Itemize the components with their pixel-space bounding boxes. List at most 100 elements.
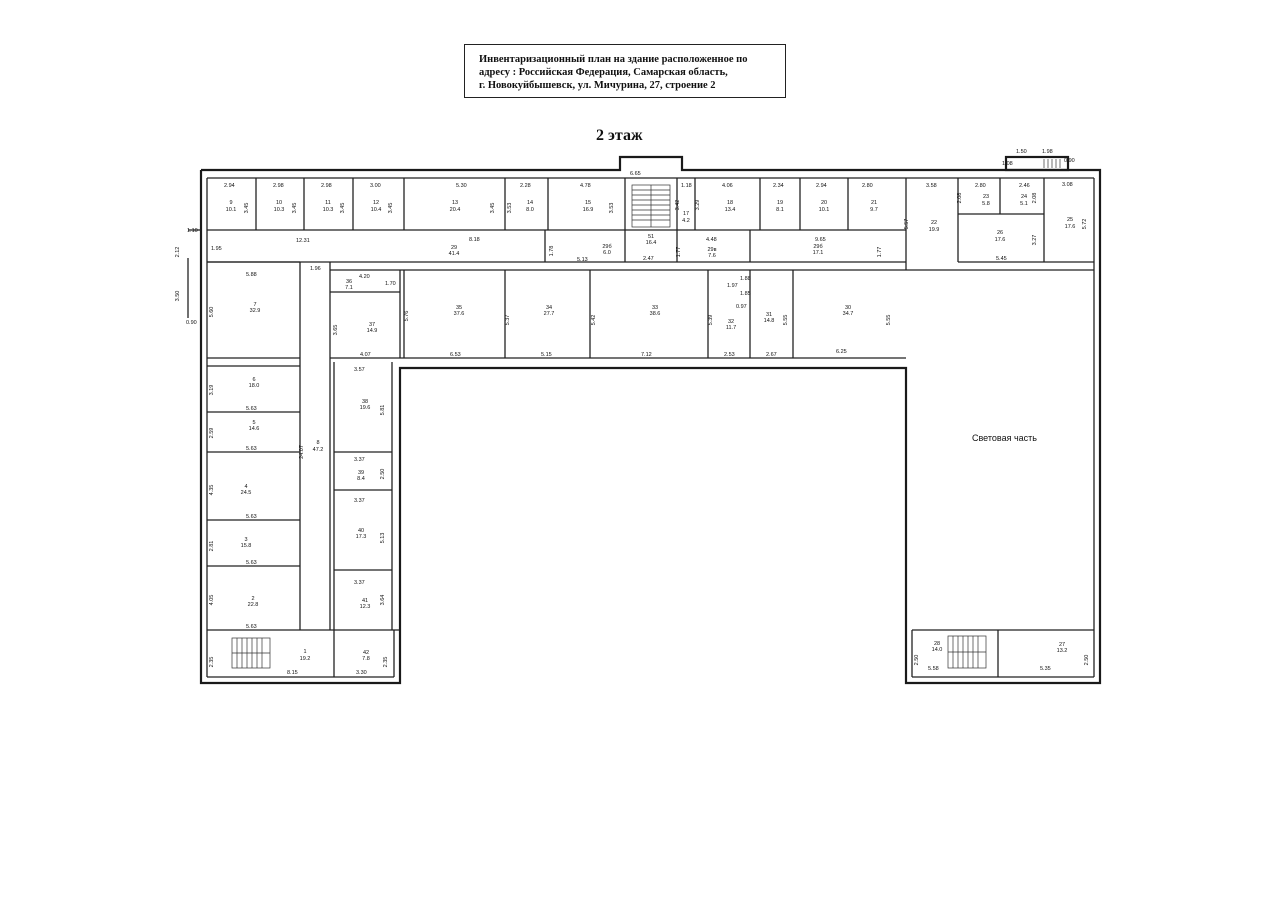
dimension-label: 5.63 [246,624,257,630]
dimension-label: 3.50 [175,291,181,302]
room-36: 4.20 36 7.1 1.70 [345,274,396,291]
dimension-label: 37 [369,322,375,328]
dimension-label: 3.58 [926,183,937,189]
title-box: Инвентаризационный план на здание распол… [464,44,786,98]
room-33: 5.42 33 38.6 7.12 [591,305,660,358]
dimension-label: 14.6 [249,426,260,432]
dimension-label: 22.8 [248,602,259,608]
dimension-label: 5.55 [783,315,789,326]
room-41: 3.37 41 12.3 3.64 [354,580,386,610]
inner-rooms: 3.57 38 19.6 5.81 3.37 39 8.4 2.50 3.37 … [354,367,386,610]
small-mid-dims: 1.97 1.88 1.85 0.97 [727,276,751,310]
room-38: 3.57 38 19.6 5.81 [354,367,386,415]
dimension-label: 14.9 [367,328,378,334]
dimension-label: 2.08 [1032,193,1038,204]
dimension-label: 2.34 [773,183,784,189]
dimension-label: 2.67 [766,352,777,358]
dimension-label: 39 [358,470,364,476]
dimension-label: 23 [983,194,989,200]
dimension-label: 3.30 [356,670,367,676]
dimension-label: 37.6 [454,311,465,317]
title-line-3: г. Новокуйбышевск, ул. Мичурина, 27, стр… [479,80,716,91]
dimension-label: 32 [728,319,734,325]
dimension-label: 5.42 [591,315,597,326]
dimension-label: 5.63 [246,406,257,412]
dimension-label: 5.13 [577,257,588,263]
stair-top-icon [631,184,671,228]
dimension-label: 6.0 [603,250,611,256]
dimension-label: 2.50 [380,469,386,480]
dimension-label: 11 [325,200,331,206]
dimension-label: 5.8 [982,201,990,207]
dimension-label: 19.9 [929,227,940,233]
dimension-label: 4.05 [209,595,215,606]
dimension-label: 5.57 [904,219,910,230]
dimension-label: 7.12 [641,352,652,358]
floor-title: 2 этаж [596,127,643,144]
dimension-label: 13.2 [1057,648,1068,654]
room-12: 3.00 12 10.4 3.45 [370,183,394,213]
dimension-label: 17.3 [356,534,367,540]
dimension-label: 1.08 [1002,161,1013,167]
balcony-dims: 1.50 1.98 1.08 0.90 [1002,149,1075,167]
dimension-label: 38.6 [650,311,661,317]
dimension-label: 8.0 [526,207,534,213]
dimension-label: 14 [527,200,533,206]
stair-bottom-right-icon [947,635,987,669]
title-line-2: адресу : Российская Федерация, Самарская… [479,67,728,78]
dimension-label: 6.25 [836,349,847,355]
room-35: 5.76 35 37.6 6.53 [404,305,464,358]
dimension-label: 19.2 [300,656,311,662]
room-7: 5.88 7 32.9 5.60 [209,272,260,317]
dimension-label: 5.45 [996,256,1007,262]
dimension-label: 3.45 [388,203,394,214]
dimension-label: 41 [362,598,368,604]
dimension-label: 16.4 [646,240,657,246]
dimension-label: 2.50 [1084,655,1090,666]
dimension-label: 5.76 [404,311,410,322]
dimension-label: 7.6 [708,253,716,259]
dimension-label: 3.57 [354,367,365,373]
dimension-label: 22 [931,220,937,226]
dimension-label: 36 [346,279,352,285]
dimension-label: 2.53 [724,352,735,358]
dimension-label: 8.4 [357,476,365,482]
dimension-label: 31 [766,312,772,318]
dimension-label: 14.0 [932,647,943,653]
light-area-label: Световая часть [972,433,1037,443]
dimension-label: 1.77 [676,247,682,258]
dimension-label: 8 [316,440,319,446]
dimension-label: 4.20 [359,274,370,280]
room-2: 4.05 2 22.8 5.63 [209,595,258,630]
dimension-label: 1.85 [740,291,751,297]
dimension-label: 34 [546,305,552,311]
outer-walls [199,155,1102,685]
dimension-label: 3.19 [209,385,215,396]
inner-walls [187,177,1095,678]
dimension-label: 4.07 [360,352,371,358]
dimension-label: 1.98 [1042,149,1053,155]
dimension-label: 3.45 [340,203,346,214]
room-11: 2.98 11 10.3 3.45 [321,183,346,213]
dimension-label: 3.37 [354,498,365,504]
dimension-label: 6.53 [450,352,461,358]
dimension-label: 3.53 [609,203,615,214]
dimension-label: 19 [777,200,783,206]
room-37: 3.65 37 14.9 4.07 [333,322,377,358]
dimension-label: 8.1 [776,207,784,213]
room-25: 3.08 25 17.6 5.72 [1062,182,1088,230]
dimension-label: 2.12 [175,247,181,258]
dimension-label: 15 [585,200,591,206]
dimension-label: 5.15 [541,352,552,358]
dimension-label: 38 [362,399,368,405]
dimension-label: 2.59 [209,428,215,439]
dimension-label: 2.35 [383,657,389,668]
dimension-label: 12.31 [296,238,310,244]
dimension-label: 3.45 [244,203,250,214]
room-6: 3.19 6 18.0 5.63 [209,377,259,412]
dimension-label: 10.3 [274,207,285,213]
dimension-label: 42 [363,650,369,656]
stair-bottom-left-icon [231,637,271,669]
dimension-label: 5.63 [246,446,257,452]
dimension-label: 5.60 [209,307,215,318]
